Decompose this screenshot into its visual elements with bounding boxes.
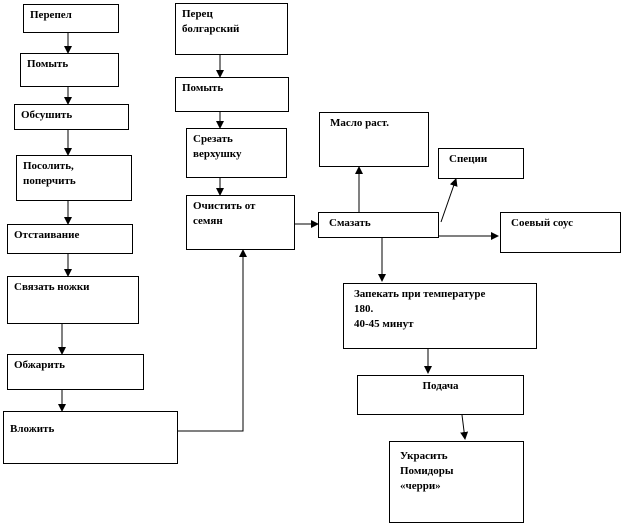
node-zapech: Запекать при температуре 180. 40-45 мину…	[343, 283, 537, 349]
node-podacha: Подача	[357, 375, 524, 415]
node-obsushit: Обсушить	[14, 104, 129, 130]
node-pomyt-perets: Помыть	[175, 77, 289, 112]
node-ochistit-ot-semyan: Очистить от семян	[186, 195, 295, 250]
node-maslo-rast: Масло раст.	[319, 112, 429, 167]
node-smazat: Смазать	[318, 212, 439, 238]
node-pomyt-perepel: Помыть	[20, 53, 119, 87]
node-srezat-verkhushku: Срезать верхушку	[186, 128, 287, 178]
node-vlozhit: Вложить	[3, 411, 178, 464]
node-perepel: Перепел	[23, 4, 119, 33]
node-obzharit: Обжарить	[7, 354, 144, 390]
arrow-podacha-to-ukrasit	[460, 414, 469, 440]
arrow-vlozhit-to-ochistit	[178, 249, 247, 432]
node-svyazat-nozhki: Связать ножки	[7, 276, 139, 324]
node-spetsii: Специи	[438, 148, 524, 179]
node-ukrasit: Украсить Помидоры «черри»	[389, 441, 524, 523]
node-perets-bolgarskiy: Перец болгарский	[175, 3, 288, 55]
node-otstaivanie: Отстаивание	[7, 224, 133, 254]
node-posolit-poperchit: Посолить, поперчить	[16, 155, 132, 201]
node-soeviy-sous: Соевый соус	[500, 212, 621, 253]
arrow-smazat-to-spetsii	[440, 178, 458, 223]
